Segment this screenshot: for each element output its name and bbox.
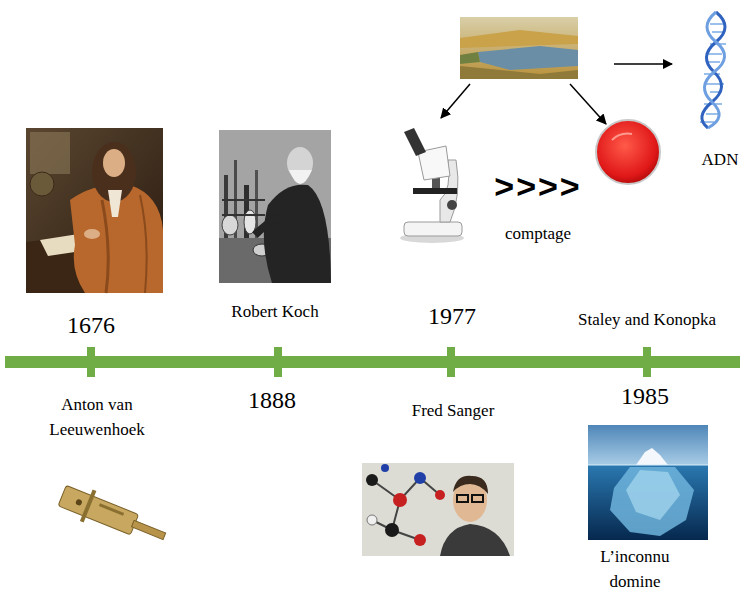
dna-helix bbox=[704, 12, 724, 128]
sanger-photo bbox=[472, 495, 483, 502]
koch-photo bbox=[222, 215, 238, 235]
leeuwenhoek-microscope bbox=[99, 503, 124, 516]
flow-arrow bbox=[441, 84, 470, 118]
sanger-photo bbox=[457, 495, 468, 502]
iceberg-image bbox=[588, 465, 708, 540]
landscape-photo bbox=[478, 46, 578, 70]
landscape-photo bbox=[460, 66, 578, 79]
sanger-photo bbox=[435, 490, 445, 500]
leeuwenhoek-portrait bbox=[103, 149, 125, 177]
leeuwenhoek-portrait bbox=[30, 172, 54, 196]
petri-dish bbox=[612, 134, 632, 140]
dna-label: ADN bbox=[702, 148, 739, 173]
year-label: 1676 bbox=[67, 308, 115, 343]
petri-dish bbox=[596, 120, 660, 184]
dna-helix bbox=[700, 12, 726, 128]
microscope-icon bbox=[400, 128, 464, 243]
leeuwenhoek-microscope bbox=[80, 490, 96, 523]
leeuwenhoek-portrait bbox=[108, 190, 122, 217]
koch-photo bbox=[222, 200, 265, 215]
leeuwenhoek-portrait bbox=[102, 200, 108, 293]
sanger-photo bbox=[366, 474, 378, 486]
timeline-bar bbox=[5, 347, 740, 377]
leeuwenhoek-portrait bbox=[26, 128, 163, 293]
leeuwenhoek-microscope bbox=[75, 498, 83, 506]
microscope-icon bbox=[404, 128, 426, 156]
landscape-photo bbox=[460, 17, 578, 79]
leeuwenhoek-portrait bbox=[26, 128, 163, 293]
method-label: comptage bbox=[505, 222, 571, 247]
timeline-bar bbox=[274, 347, 282, 377]
year-label: 1888 bbox=[248, 383, 296, 418]
leeuwenhoek-microscope bbox=[56, 480, 171, 553]
flow-arrow bbox=[570, 84, 606, 124]
leeuwenhoek-portrait bbox=[140, 195, 147, 293]
landscape-photo bbox=[460, 30, 578, 48]
scientist-name: Fred Sanger bbox=[412, 399, 495, 424]
sanger-photo bbox=[453, 476, 488, 494]
microscope-icon bbox=[413, 188, 457, 194]
leeuwenhoek-portrait bbox=[84, 229, 100, 239]
scientist-name: Robert Koch bbox=[231, 300, 318, 325]
scientist-name: Staley and Konopka bbox=[578, 308, 716, 333]
koch-photo bbox=[219, 130, 331, 283]
sanger-photo bbox=[362, 463, 514, 556]
koch-photo bbox=[289, 170, 312, 184]
iceberg-image bbox=[626, 470, 680, 520]
leeuwenhoek-portrait bbox=[30, 132, 70, 174]
arrow-symbol: >>>> bbox=[494, 162, 581, 211]
timeline-bar bbox=[447, 347, 455, 377]
flow-arrow bbox=[441, 64, 672, 124]
caption-label: L’inconnu domine bbox=[587, 545, 683, 594]
sanger-photo bbox=[414, 534, 426, 546]
sanger-photo bbox=[367, 515, 377, 525]
year-label: 1977 bbox=[428, 299, 476, 334]
sanger-photo bbox=[381, 464, 389, 472]
petri-dish bbox=[596, 120, 660, 184]
koch-photo bbox=[219, 130, 331, 283]
scientist-name: Anton van Leeuwenhoek bbox=[33, 393, 161, 442]
sanger-photo bbox=[372, 478, 440, 540]
iceberg-image bbox=[610, 467, 694, 536]
iceberg-image bbox=[588, 465, 708, 466]
sanger-photo bbox=[414, 472, 426, 484]
landscape-photo bbox=[460, 17, 578, 79]
timeline-bar bbox=[87, 347, 95, 377]
koch-photo bbox=[264, 185, 331, 283]
sanger-photo bbox=[393, 493, 407, 507]
leeuwenhoek-microscope bbox=[132, 520, 166, 539]
year-label: 1985 bbox=[621, 379, 669, 414]
leeuwenhoek-portrait bbox=[70, 185, 163, 293]
koch-photo bbox=[255, 215, 280, 235]
microscope-icon bbox=[404, 222, 462, 236]
dna-helix bbox=[702, 12, 725, 128]
sanger-photo bbox=[362, 463, 514, 556]
iceberg-image bbox=[636, 448, 668, 465]
leeuwenhoek-microscope bbox=[58, 485, 139, 535]
iceberg-image bbox=[588, 425, 708, 540]
sanger-photo bbox=[440, 524, 510, 556]
flow-arrow bbox=[614, 63, 672, 65]
timeline-bar bbox=[5, 356, 740, 368]
landscape-photo bbox=[460, 52, 480, 64]
timeline-bar bbox=[643, 347, 651, 377]
iceberg-image bbox=[588, 425, 708, 465]
microscope-icon bbox=[447, 200, 457, 210]
sanger-photo bbox=[385, 523, 399, 537]
